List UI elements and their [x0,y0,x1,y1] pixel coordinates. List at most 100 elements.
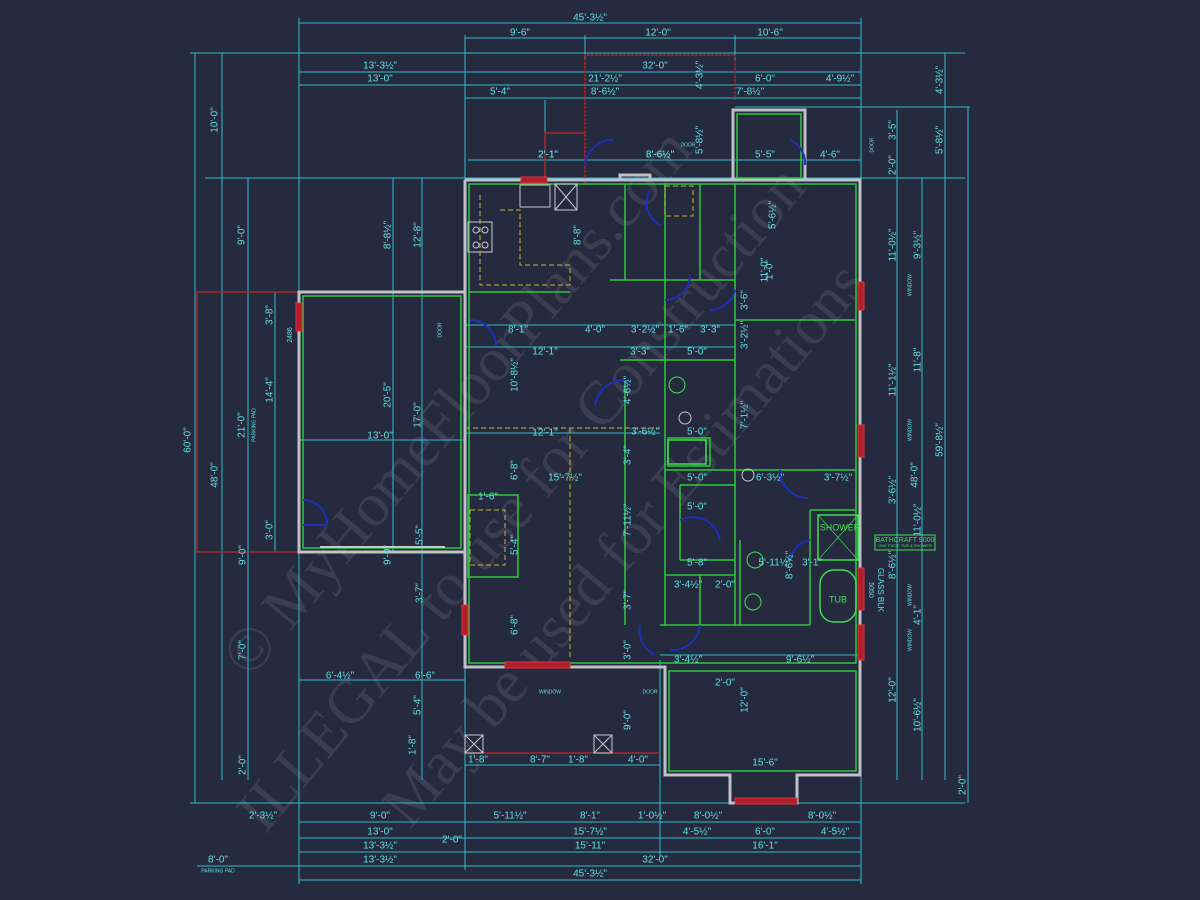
dimension-label-interior: 4'-6½" [623,375,634,404]
dimension-label-interior: 7'-1½" [740,400,751,429]
dimension-label-right: 2'-0" [888,155,899,175]
dimension-label-right: 10'-6½" [913,698,924,732]
dimension-label-bottom: 45'-3½" [573,869,607,880]
dimension-label-top: 7'-8½" [736,87,765,98]
dimension-label-right: 4'-3½" [935,65,946,94]
dimension-label-interior: 5'-0" [687,347,707,358]
dimension-label-left: 2'-0" [238,755,249,775]
dimension-label-bottom: 4'-5½" [821,827,850,838]
dimension-label-interior: 5'-4" [510,535,521,555]
dimension-label-interior: 2'-0" [715,580,735,591]
dimension-label-right: 48'-0" [910,462,921,488]
dimension-label-interior: 12'-1" [532,428,558,439]
dimension-label-left: 3'-8" [265,305,276,325]
dimension-label-interior: 8'-6½" [785,550,796,579]
dimension-label-interior: 4'-0" [585,325,605,336]
dimension-label-top: 8'-6½" [646,150,675,161]
dimension-label-interior: 3'-3" [700,325,720,336]
dimension-label-left: 13'-0" [367,431,393,442]
door-swing [584,138,614,166]
dimension-label-interior: 3'-1" [802,558,822,569]
dimension-label-interior: 7'-11½" [623,503,634,537]
dimension-label-interior: 2'-0" [715,678,735,689]
dimension-label-interior: 6'-3½" [756,473,785,484]
dimension-label-interior: 2'-1" [538,150,558,161]
dimension-label-interior: 15'-7½" [548,473,582,484]
bathtub [819,569,857,623]
watermark-line-2: ILLEGAL to use for Construction [224,153,819,844]
dimension-label-interior: 3'-0" [623,640,634,660]
parking-pad-label: PARKING PAD [251,408,257,442]
dimension-label-bottom: 32'-0" [642,855,668,866]
dimension-label-top: 12'-0" [645,28,671,39]
dimension-label-bottom: 13'-3½" [363,841,397,852]
dimension-label-top: 2'-1" [538,150,558,161]
annotations: SHOWER TUB BATHCRAFT 9000 ONE PIECE TUB … [201,137,936,874]
dimension-label-interior: 8'-6½" [646,150,675,161]
dimension-label-right: 11'-0½" [888,228,899,262]
dimension-label-interior: 11'-0" [760,257,771,282]
dimension-label-right: 8'-6½" [888,550,899,579]
dimension-label-bottom: 4'-5½" [683,827,712,838]
dimension-label-top: 9'-6" [510,28,530,39]
dimension-label-left: 8'-8½" [383,220,394,249]
dimension-label-left: 12'-8" [413,222,424,248]
dimension-label-right: 2'-0" [958,775,969,795]
dimension-label-right: 59'-8½" [935,423,946,457]
dimension-label-top: 6'-0" [755,74,775,85]
dimension-label-top: 21'-2½" [588,74,622,85]
dimension-label-top: 10'-6" [757,28,783,39]
dimension-label-interior: 4'-0" [628,755,648,766]
dimension-label-bottom: 2'-3½" [249,811,278,822]
glass-block-size: 5050 [867,582,874,598]
door-label: DOOR [437,322,443,337]
dimension-label-interior: 5'-0" [687,473,707,484]
door-label: DOOR [869,137,875,152]
dimension-label-left: 10'-0" [210,107,221,133]
dimension-label-bottom: 8'-0½" [808,811,837,822]
dimension-label-interior: 12'-1" [532,347,558,358]
dimension-label-interior: 5'-8" [687,558,707,569]
dimension-labels: 45'-3½" 9'-6" 12'-0" 10'-6" 13'-3½" 32'-0" 13'… [183,13,969,880]
dimension-label-right: 5'-8½" [935,125,946,154]
dimension-label-right: 12'-0" [888,677,899,703]
bathcraft-note: BATHCRAFT 9000 [876,537,935,544]
dimension-label-right: 11'-0½" [913,503,924,537]
dimension-label-bottom: 8'-0" [208,855,228,866]
dimension-label-left: 1'-8" [408,735,419,755]
dimension-label-interior: 1'-0" [765,260,776,280]
dimension-label-interior: 5'-0" [687,427,707,438]
dimension-label-interior: 1'-6" [478,492,498,503]
dimension-label-top: 5'-8½" [695,125,706,154]
dimension-label-left: 14'-4" [265,377,276,403]
water-heater [554,183,578,211]
glass-block-label: GLASS BLK [876,568,885,613]
dimension-label-top: 4'-3½" [695,60,706,89]
dimension-label-interior: 3'-2½" [740,320,751,349]
tub-label: TUB [829,594,847,604]
window-label: WINDOW [539,689,561,695]
dimension-label-interior: 8'-8" [573,225,584,245]
dimension-label-bottom: 15'-11" [575,841,606,852]
dimension-label-interior: 12'-0" [740,687,751,713]
dimension-label-interior: 8'-1" [508,325,528,336]
dimension-label-top: 5'-4" [490,87,510,98]
dimension-label-interior: 10'-8½" [510,358,521,392]
dimension-label-left: 3'-0" [265,520,276,540]
dimension-label-right: 11'-1½" [888,363,899,397]
dimension-label-interior: 5'-6½" [768,200,779,229]
tub-left [667,439,707,465]
bathcraft-sub: ONE PIECE TUB & SHOWER [878,543,932,548]
dimension-label-left: 9'-0" [237,225,248,245]
dimension-label-left: 5'-5" [415,525,426,545]
kitchen-sink [519,184,551,208]
dimension-label-interior: 3'-4½" [674,580,703,591]
dimension-label-left: 5'-4" [413,695,424,715]
dimension-label-interior: 3'-6" [740,290,751,310]
dimension-label-bottom: 8'-0½" [694,811,723,822]
dimension-label-left: 48'-0" [210,462,221,488]
shower-label: SHOWER [820,522,861,532]
dimension-label-bottom: 8'-1" [580,811,600,822]
dimension-label-right: 9'-3½" [913,230,924,259]
dimension-label-top: 13'-3½" [363,61,397,72]
